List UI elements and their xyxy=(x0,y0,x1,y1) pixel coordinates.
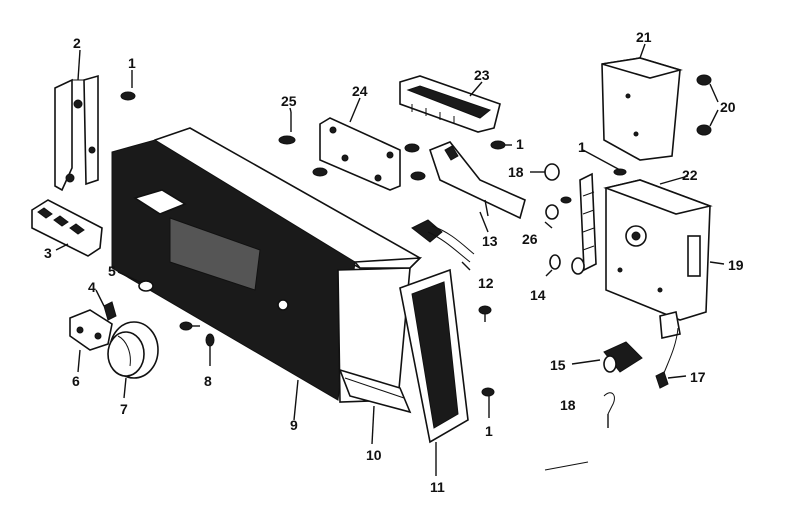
callout-19: 19 xyxy=(728,257,744,273)
part-7-knob xyxy=(107,321,159,379)
part-5-cap xyxy=(138,280,154,292)
part-17-wire xyxy=(655,327,679,389)
leader-lines xyxy=(55,43,725,476)
callout-13: 13 xyxy=(482,233,498,249)
callout-18b: 18 xyxy=(560,397,576,413)
part-6-switch xyxy=(69,309,113,351)
part-12-connector xyxy=(411,219,475,271)
part-20-screws xyxy=(696,74,719,136)
callout-1d: 1 xyxy=(485,423,493,439)
callout-25: 25 xyxy=(281,93,297,109)
callout-3: 3 xyxy=(44,245,52,261)
part-4-clip xyxy=(103,301,117,321)
callout-20: 20 xyxy=(720,99,736,115)
callout-22: 22 xyxy=(682,167,698,183)
callout-7: 7 xyxy=(120,401,128,417)
callout-6: 6 xyxy=(72,373,80,389)
callout-5: 5 xyxy=(108,263,116,279)
part-3-button-bar xyxy=(31,199,103,257)
callout-17: 17 xyxy=(690,369,706,385)
part-21-cover xyxy=(601,57,683,161)
part-24-switch-plate xyxy=(312,117,426,191)
part-26-clip xyxy=(544,196,572,229)
part-11-grille xyxy=(399,268,469,444)
part-19-timer xyxy=(603,179,713,339)
callout-4: 4 xyxy=(88,279,96,295)
part-8-screws xyxy=(179,321,215,366)
part-10-trim xyxy=(338,368,412,414)
callout-10: 10 xyxy=(366,447,382,463)
part-1-screw-d xyxy=(481,387,495,418)
callout-14: 14 xyxy=(530,287,546,303)
callout-1c: 1 xyxy=(578,139,586,155)
part-1-screw-b xyxy=(490,140,512,150)
part-18-lower-clip xyxy=(603,392,615,428)
callout-24: 24 xyxy=(352,83,368,99)
callout-11: 11 xyxy=(430,479,445,495)
callout-9: 9 xyxy=(290,417,298,433)
part-1-screw-a xyxy=(120,70,136,101)
callout-8: 8 xyxy=(204,373,212,389)
callout-1b: 1 xyxy=(516,136,524,152)
part-23-switch-block xyxy=(399,75,501,133)
part-22-terminal-strip xyxy=(579,168,627,272)
part-2-bracket xyxy=(54,74,99,192)
part-15-capacitor xyxy=(603,341,643,373)
part-13-bracket xyxy=(429,141,526,220)
part-14-spring xyxy=(545,254,585,277)
part-1-screw-c xyxy=(478,305,492,322)
callout-1a: 1 xyxy=(128,55,136,71)
callout-23: 23 xyxy=(474,67,490,83)
part-18-clip xyxy=(538,163,560,181)
part-9-front-panel xyxy=(111,127,423,403)
part-25-screw xyxy=(278,112,296,145)
callout-21: 21 xyxy=(636,29,652,45)
callout-2: 2 xyxy=(73,35,81,51)
callout-26: 26 xyxy=(522,231,538,247)
callout-18a: 18 xyxy=(508,164,524,180)
callout-15: 15 xyxy=(550,357,566,373)
callout-12: 12 xyxy=(478,275,494,291)
